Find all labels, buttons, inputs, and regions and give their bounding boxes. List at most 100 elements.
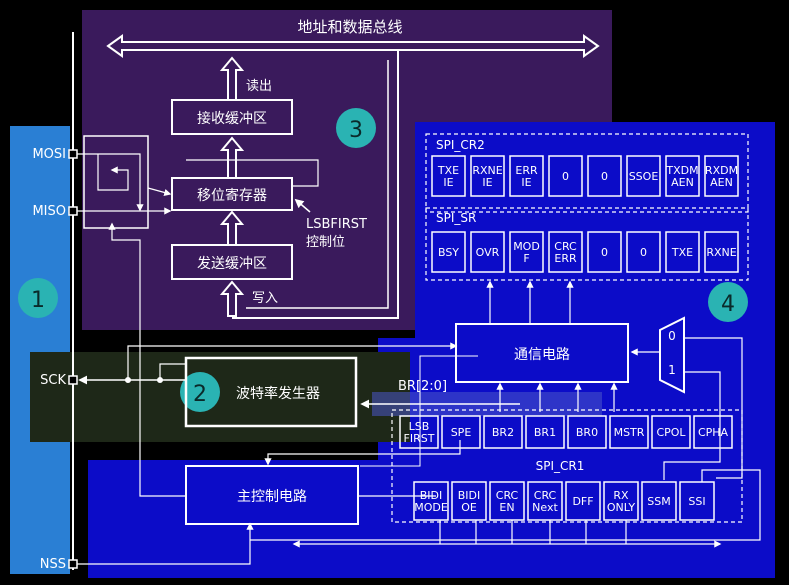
cr1-row1-bit-label: BR1 <box>534 426 556 439</box>
sr-bit-label: RXNE <box>706 246 736 259</box>
cr2-bit: 0 <box>548 155 583 197</box>
cr2-bit-label: RXDM <box>705 164 738 177</box>
cr2-frame <box>425 133 749 213</box>
cr1-row1-bit-label: LSB <box>409 420 430 433</box>
master-to-switch <box>108 222 186 497</box>
pin-strip <box>10 126 70 574</box>
br-label: BR[2:0] <box>398 379 447 394</box>
sr-label: SPI_SR <box>436 211 476 225</box>
master-ctrl-label: 主控制电路 <box>237 489 307 505</box>
cr1-row2-bit-label: CRC <box>496 489 519 502</box>
cr2-bit-label: IE <box>521 176 531 189</box>
data-path-arrows <box>219 56 245 317</box>
cr1-row2-bit-label: Next <box>532 501 558 514</box>
comm-circuit-label: 通信电路 <box>514 347 570 363</box>
bus-label: 地址和数据总线 <box>297 18 402 36</box>
shift-register-label: 移位寄存器 <box>197 187 267 204</box>
cr2-bit-label: 0 <box>601 170 608 183</box>
cr2-bit: 0 <box>587 155 622 197</box>
sck-to-comm <box>127 342 458 380</box>
cr2-bit-label: SSOE <box>629 170 659 183</box>
cr1-frame <box>391 409 743 523</box>
sr-bit: OVR <box>470 231 505 273</box>
cr1-row2-bit-label: SSI <box>688 495 705 508</box>
badge-2: 2 <box>180 372 220 412</box>
switch-path <box>97 154 129 191</box>
cr1-row1-bit-label: CPOL <box>656 426 686 439</box>
sr-bit: RXNE <box>704 231 739 273</box>
nss-loop <box>250 469 761 541</box>
pin-miso: MISO <box>32 204 78 219</box>
cr1-row2-bit-label: DFF <box>572 495 593 508</box>
pin-mosi: MOSI <box>32 147 78 162</box>
mux-in-1: 1 <box>668 363 676 377</box>
sr-bit-label: OVR <box>476 246 500 259</box>
cr1-row2-bit: SSI <box>679 481 715 521</box>
mux <box>659 316 685 394</box>
svg-text:1: 1 <box>31 288 45 313</box>
sr-bit-label: 0 <box>601 246 608 259</box>
sr-bit: TXE <box>665 231 700 273</box>
lsbfirst-arrow <box>294 198 311 213</box>
badge-3: 3 <box>336 108 376 148</box>
sr-bit-label: ERR <box>554 252 577 265</box>
pin-sck-label: SCK <box>40 373 66 388</box>
cr1-row2-bit-label: EN <box>499 501 514 514</box>
spe-to-master <box>264 440 461 466</box>
cr2-bit: SSOE <box>626 155 661 197</box>
cr2-bit-label: AEN <box>710 176 733 189</box>
shift-feedback-line <box>186 159 319 187</box>
cr2-bit-label: IE <box>443 176 453 189</box>
cr1-row1-bit: MSTR <box>609 415 649 449</box>
bus-inner-line <box>246 60 389 309</box>
cr1-row1-bit-label: MSTR <box>614 426 645 439</box>
cr1-row1-bit-label: CPHA <box>698 426 729 439</box>
cr1-row1-bit-label: BR0 <box>576 426 598 439</box>
nss-to-master <box>77 522 254 565</box>
mux-1-line <box>663 371 721 480</box>
cr2-bit-label: AEN <box>671 176 694 189</box>
pin-sck: SCK <box>40 373 78 388</box>
cr1-row2-bit-label: OE <box>461 501 477 514</box>
lsbfirst-ctrl-label: 控制位 <box>306 235 345 250</box>
sr-bit-label: TXE <box>671 246 693 259</box>
lsbfirst-label: LSBFIRST <box>306 217 367 232</box>
io-switch-box <box>83 135 149 229</box>
address-data-bus <box>106 34 600 58</box>
cr1-row1-bit: CPOL <box>651 415 691 449</box>
cr1-row1-bit: CPHA <box>693 415 733 449</box>
cr1-row1-bit: BR2 <box>483 415 523 449</box>
cr1-row2-bit-label: MODE <box>414 501 448 514</box>
cr1-row1-bit-label: SPE <box>451 426 472 439</box>
baud-gen-label: 波特率发生器 <box>236 385 320 402</box>
cr2-bit-label: TXE <box>437 164 459 177</box>
cr1-row2-bit: SSM <box>641 481 677 521</box>
write-in-label: 写入 <box>252 291 278 306</box>
cr1-label: SPI_CR1 <box>536 459 585 473</box>
cr1-row2-bit-label: ONLY <box>607 501 636 514</box>
cr1-row1-bit-label: FIRST <box>404 432 435 445</box>
baud-region <box>30 352 410 442</box>
read-out-label: 读出 <box>246 79 272 94</box>
tx-buffer-label: 发送缓冲区 <box>197 256 267 272</box>
sr-bit: BSY <box>431 231 466 273</box>
cr2-bit-label: ERR <box>515 164 538 177</box>
blue-region <box>88 122 775 578</box>
cr2-bit-label: IE <box>482 176 492 189</box>
cr2-bit-label: TXDM <box>665 164 698 177</box>
sr-bit-label: MOD <box>513 240 540 253</box>
mux-0-line <box>684 337 743 479</box>
cr1-row1-bit: LSBFIRST <box>399 415 439 449</box>
baud-gen-block <box>184 356 358 428</box>
cr2-bit-label: 0 <box>562 170 569 183</box>
